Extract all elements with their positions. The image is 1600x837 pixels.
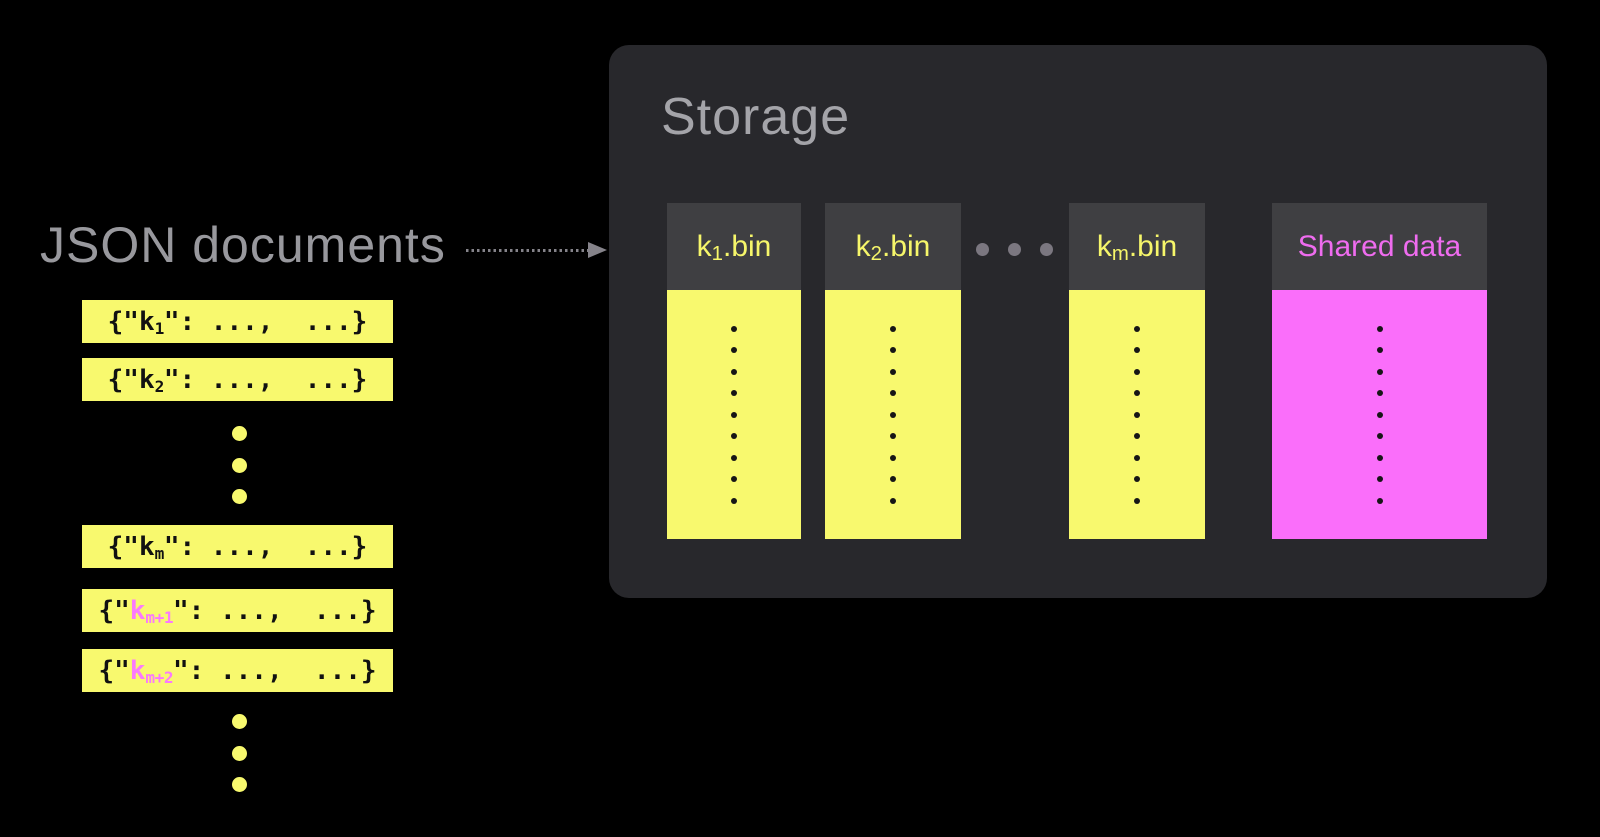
storage-column-label: k1.bin: [696, 229, 772, 265]
more-documents-dots: [232, 714, 247, 792]
json-document-bar-k2: {"k2": ..., ...}: [82, 358, 393, 401]
json-document-code: {"k1": ..., ...}: [107, 306, 368, 338]
storage-column-header: Shared data: [1272, 203, 1487, 290]
json-document-code: {"km+2": ..., ...}: [98, 655, 377, 687]
json-documents-title: JSON documents: [40, 217, 446, 273]
json-document-bar-km2: {"km+2": ..., ...}: [82, 649, 393, 692]
storage-column-records: [825, 290, 961, 539]
storage-column-records: [667, 290, 801, 539]
storage-column-header: km.bin: [1069, 203, 1205, 290]
json-document-bar-k1: {"k1": ..., ...}: [82, 300, 393, 343]
more-columns-dots: [976, 243, 1053, 256]
storage-column-label: Shared data: [1297, 229, 1462, 263]
json-document-code: {"k2": ..., ...}: [107, 364, 368, 396]
storage-column-records: [1069, 290, 1205, 539]
json-document-code: {"km+1": ..., ...}: [98, 595, 377, 627]
storage-panel: Storage k1.bin k2.bin km.bin Shared data: [609, 45, 1547, 598]
json-document-code: {"km": ..., ...}: [107, 531, 368, 563]
storage-column-header: k1.bin: [667, 203, 801, 290]
storage-column-records: [1272, 290, 1487, 539]
storage-title: Storage: [661, 88, 851, 146]
flow-arrow-line: [466, 249, 588, 252]
storage-column-header: k2.bin: [825, 203, 961, 290]
storage-column-label: km.bin: [1096, 229, 1178, 265]
flow-arrow-head-icon: [588, 242, 607, 258]
json-document-bar-km: {"km": ..., ...}: [82, 525, 393, 568]
json-document-bar-km1: {"km+1": ..., ...}: [82, 589, 393, 632]
more-documents-dots: [232, 426, 247, 504]
storage-column-label: k2.bin: [855, 229, 931, 265]
